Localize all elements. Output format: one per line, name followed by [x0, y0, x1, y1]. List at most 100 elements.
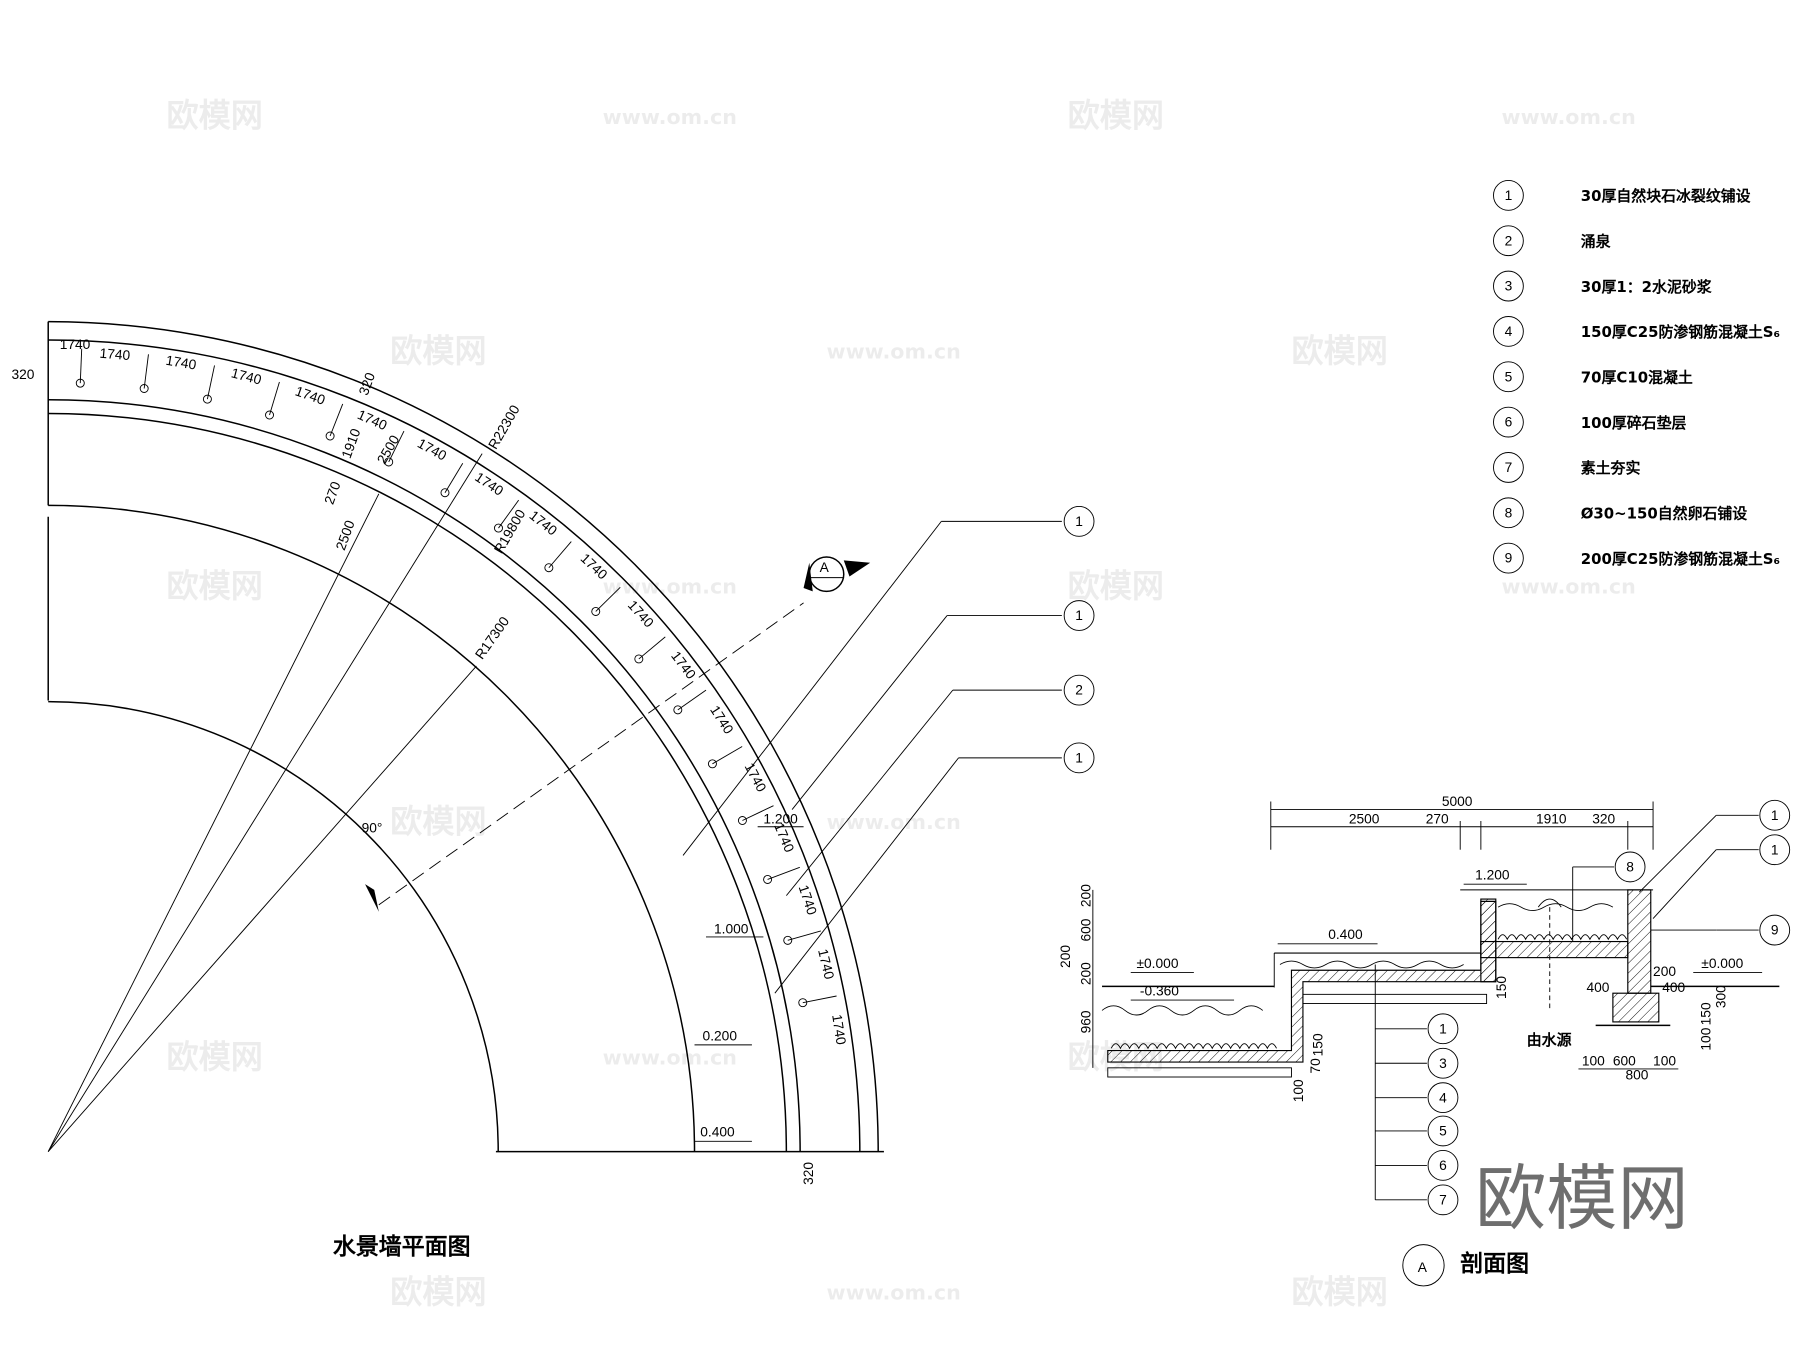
callout-circle	[1614, 851, 1646, 883]
svg-text:100: 100	[1582, 1054, 1605, 1069]
watermark-url: www.om.cn	[1502, 105, 1636, 129]
radial-line	[47, 493, 380, 1152]
fountain-leader	[206, 365, 215, 400]
fountain-leader	[388, 430, 405, 463]
arc-dim-label: 1740	[829, 1013, 849, 1046]
legend-number-circle	[1493, 270, 1524, 302]
svg-text:600: 600	[1079, 918, 1094, 941]
fountain-marker	[591, 606, 601, 616]
callout-number: 6	[1439, 1158, 1447, 1173]
watermark-logo: 欧模网	[1291, 332, 1387, 370]
svg-text:0.400: 0.400	[700, 1125, 735, 1140]
plan-arc	[48, 320, 879, 1152]
dim-label: 320	[801, 1162, 816, 1185]
svg-text:1.200: 1.200	[763, 811, 798, 826]
svg-text:-0.360: -0.360	[1140, 984, 1179, 999]
section-cut-line	[378, 602, 804, 906]
legend-text: Ø30~150自然卵石铺设	[1581, 505, 1748, 523]
arc-dim-label: 1740	[625, 598, 657, 631]
legend-item: 8 Ø30~150自然卵石铺设	[1493, 497, 1748, 529]
plan-arc	[48, 412, 788, 1152]
radius-label: R22300	[486, 402, 523, 452]
fountain-leader	[787, 930, 821, 941]
callout-circle	[1063, 742, 1095, 774]
svg-text:1.000: 1.000	[714, 922, 749, 937]
legend-number-circle	[1493, 179, 1524, 211]
legend-number-circle	[1493, 497, 1524, 529]
section-mark-circle	[1402, 1244, 1445, 1287]
water-upper	[1497, 903, 1614, 912]
fountain-marker	[440, 488, 450, 498]
svg-text:100: 100	[1291, 1079, 1306, 1102]
fountain-leader	[742, 805, 774, 821]
legend-text: 30厚1：2水泥砂浆	[1581, 278, 1712, 296]
callout-circle	[1759, 799, 1791, 831]
watermark-url: www.om.cn	[827, 339, 961, 363]
legend-text: 70厚C10混凝土	[1581, 368, 1693, 386]
legend-number-circle	[1493, 452, 1524, 483]
callout-circle	[1427, 1082, 1459, 1114]
watermark-big: 欧模网	[1475, 1157, 1688, 1240]
legend-number: 3	[1505, 279, 1513, 294]
svg-text:150: 150	[1494, 976, 1509, 999]
footing	[1612, 992, 1660, 1023]
legend-item: 3 30厚1：2水泥砂浆	[1493, 270, 1712, 302]
fountain-leader	[802, 995, 837, 1004]
fountain-leader	[329, 403, 344, 437]
watermark-url: www.om.cn	[603, 105, 737, 129]
callout-number: 8	[1626, 860, 1634, 875]
callout-circle	[1759, 914, 1791, 946]
fountain-leader	[712, 746, 743, 765]
fountain-marker	[707, 759, 717, 769]
svg-text:±0.000: ±0.000	[1136, 956, 1178, 971]
svg-text:400: 400	[1662, 980, 1685, 995]
fountain-marker	[384, 457, 394, 467]
fountain-leader	[269, 381, 280, 416]
dim-label: 320	[356, 370, 378, 397]
dim-label: 270	[322, 479, 344, 506]
arc-dim-label: 1740	[527, 508, 561, 539]
fountain-marker	[265, 410, 274, 420]
callout-circle	[1427, 1047, 1459, 1079]
legend-number: 8	[1505, 505, 1513, 520]
legend-number-circle	[1493, 406, 1524, 438]
callout-number: 3	[1439, 1056, 1447, 1071]
dim-label: 1740	[60, 337, 91, 352]
arc-dim-label: 1740	[815, 947, 837, 981]
fountain-jet	[1537, 898, 1562, 908]
arc-dim-label: 1740	[668, 648, 699, 682]
callout-circle	[1427, 1115, 1459, 1147]
arc-dim-label: 1740	[99, 346, 131, 364]
callout-number: 1	[1771, 808, 1779, 823]
right-wall	[1627, 889, 1652, 994]
svg-text:200: 200	[1079, 884, 1094, 907]
water-source-label: 由水源	[1527, 1031, 1572, 1049]
section-view: 5000 2500 270 1910 320 由水源 1.200 0.400 ±…	[1058, 794, 1791, 1287]
callout-number: 9	[1771, 923, 1779, 938]
pebbles	[1497, 934, 1628, 941]
fountain-marker	[673, 705, 683, 715]
arc-dim-label: 1740	[472, 469, 506, 499]
watermark-url: www.om.cn	[603, 1045, 737, 1069]
fountain-marker	[139, 384, 149, 393]
callout-number: 5	[1439, 1124, 1447, 1139]
svg-text:800: 800	[1626, 1067, 1649, 1082]
pebbles	[1110, 1043, 1277, 1050]
callout-circle	[1427, 1184, 1459, 1216]
water-lower	[1101, 1005, 1264, 1016]
dim-label: 2500	[374, 432, 402, 466]
plan-arc	[48, 398, 801, 1152]
section-arrow	[365, 884, 379, 912]
svg-text:200: 200	[1653, 964, 1676, 979]
callout-number: 1	[1075, 514, 1083, 529]
legend-text: 涌泉	[1581, 232, 1611, 250]
callout-number: 1	[1771, 842, 1779, 857]
